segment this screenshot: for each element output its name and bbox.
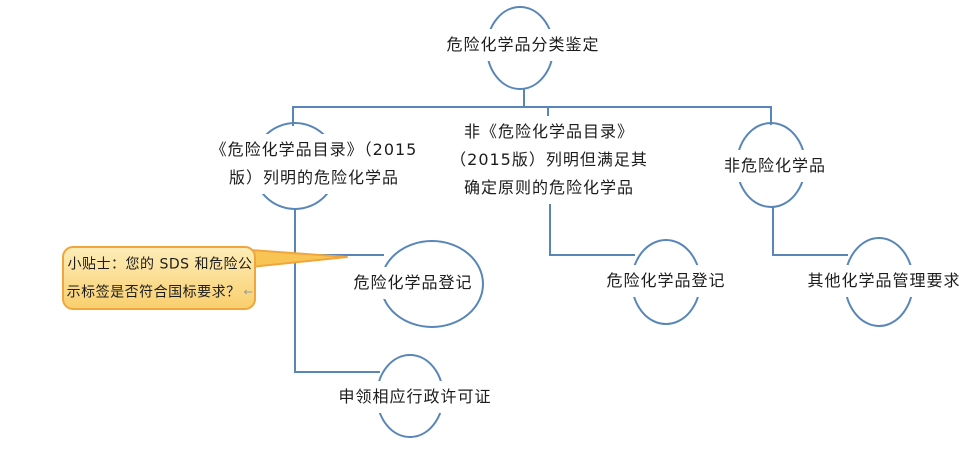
node-label-other-requirements: 其他化学品管理要求	[802, 265, 966, 297]
node-label-permit: 申领相应行政许可证	[333, 381, 497, 413]
connector-layer	[252, 6, 914, 438]
node-label-line: 其他化学品管理要求	[807, 271, 961, 290]
node-label-root: 危险化学品分类鉴定	[441, 29, 605, 61]
node-label-line: 版）列明的危险化学品	[228, 168, 400, 187]
callout-shape	[62, 246, 348, 310]
callout-bubble	[62, 246, 256, 310]
node-label-line: 危险化学品分类鉴定	[446, 35, 600, 54]
line-break-mark: ←	[243, 285, 254, 299]
node-label-line: 危险化学品登记	[353, 273, 473, 292]
node-label-line: 确定原则的危险化学品	[463, 178, 635, 197]
node-label-registration-unlisted: 危险化学品登记	[601, 265, 731, 297]
node-label-line: （2015版）列明但满足其	[450, 150, 648, 169]
node-label-nonhazardous: 非危险化学品	[718, 150, 832, 182]
node-label-line: 《危险化学品目录》（2015	[210, 140, 418, 159]
connector-nonhazardous-to-other	[772, 206, 848, 256]
node-label-listed: 《危险化学品目录》（2015 版）列明的危险化学品	[205, 134, 423, 194]
callout-line: 小贴士：您的 SDS 和危险公	[67, 256, 253, 273]
node-label-unlisted: 非《危险化学品目录》 （2015版）列明但满足其 确定原则的危险化学品	[445, 116, 653, 204]
callout-tail	[249, 249, 348, 268]
callout-tip-text: 小贴士：您的 SDS 和危险公 示标签是否符合国标要求？←	[67, 252, 254, 307]
callout-line: 示标签是否符合国标要求？←	[66, 284, 254, 301]
node-label-line: 危险化学品登记	[606, 271, 726, 290]
connector-unlisted-to-registration	[549, 202, 635, 256]
node-label-line: 非《危险化学品目录》	[463, 122, 635, 141]
node-label-line: 非危险化学品	[723, 156, 827, 175]
node-label-line: 申领相应行政许可证	[338, 387, 492, 406]
node-label-registration-listed: 危险化学品登记	[348, 267, 478, 299]
